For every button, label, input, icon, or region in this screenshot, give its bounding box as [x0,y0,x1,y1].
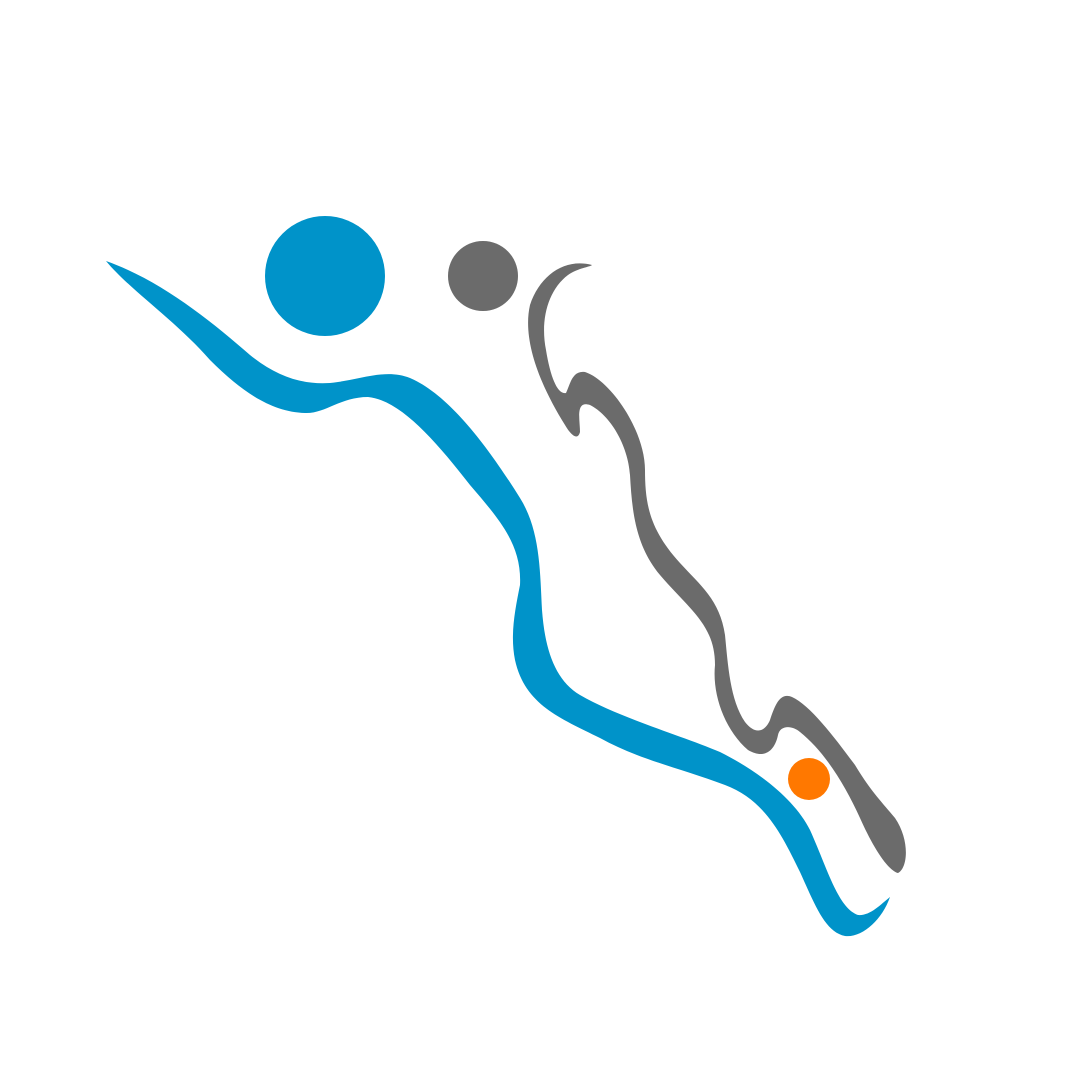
blue-figure-body [106,261,890,937]
blue-figure-head [265,216,385,336]
gray-figure-body [528,263,906,873]
volleyball-ball [788,758,830,800]
gray-figure-head [448,241,518,311]
